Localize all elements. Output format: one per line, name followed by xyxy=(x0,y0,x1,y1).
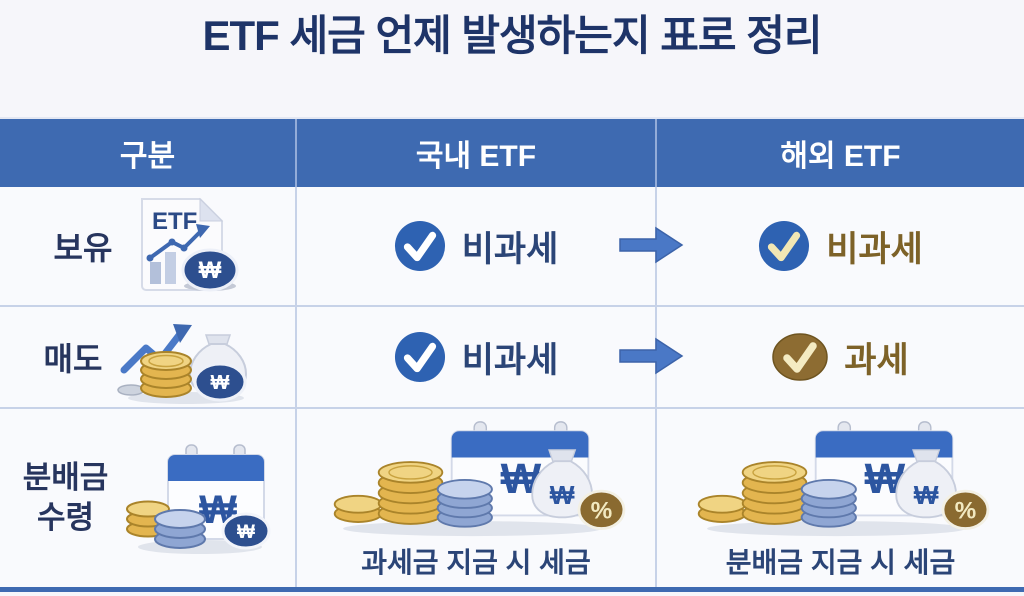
header-cell-category: 구분 xyxy=(0,119,297,187)
calendar-coins-icon: ₩ ₩ xyxy=(126,443,271,554)
row-hold-overseas-cell: 비과세 xyxy=(657,187,1024,307)
blue-cream-check-icon xyxy=(759,220,810,272)
etf-document-chart-icon: ETF ₩ xyxy=(141,197,239,292)
header-label-domestic-etf: 국내 ETF xyxy=(415,140,537,173)
etf-doc-label: ETF xyxy=(152,208,197,235)
header-cell-overseas-etf: 해외 ETF xyxy=(657,119,1024,187)
row-distribution-domestic-cell: ₩ ₩ % 과세금 지금 시 세금 xyxy=(297,409,657,587)
rising-chart-coins-bag-icon: ₩ xyxy=(117,323,248,404)
status-taxed: 과세 xyxy=(844,340,909,380)
etf-tax-table: 구분 국내 ETF 해외 ETF 보유 ETF xyxy=(0,117,1024,592)
row-hold-domestic-cell: 비과세 xyxy=(297,187,657,307)
row-sell-overseas-cell: 과세 xyxy=(657,307,1024,409)
row-sell-label-cell: 매도 ₩ xyxy=(0,307,297,409)
row-sell-domestic-cell: 비과세 xyxy=(297,307,657,409)
percent-glyph: % xyxy=(590,497,612,524)
won-glyph: ₩ xyxy=(211,372,230,394)
row-label-distribution-line1: 분배금 xyxy=(22,459,109,495)
blue-check-icon xyxy=(394,331,445,383)
header-cell-domestic-etf: 국내 ETF xyxy=(297,119,657,187)
row-label-distribution-line2: 수령 xyxy=(36,500,95,535)
percent-glyph: % xyxy=(955,497,977,524)
status-tax-exempt: 비과세 xyxy=(461,340,559,380)
row-hold-label-cell: 보유 ETF ₩ xyxy=(0,187,297,307)
tax-caption-overseas: 분배금 지금 시 세금 xyxy=(725,546,956,578)
distribution-payout-icon: ₩ ₩ % xyxy=(333,420,625,536)
won-glyph: ₩ xyxy=(199,257,222,284)
won-glyph: ₩ xyxy=(914,480,939,510)
page-title: ETF 세금 언제 발생하는지 표로 정리 xyxy=(202,12,823,59)
arrow-right-icon xyxy=(619,337,684,375)
row-distribution-overseas-cell: ₩ ₩ % 분배금 지금 시 세금 xyxy=(657,409,1024,587)
tax-caption-domestic: 과세금 지금 시 세금 xyxy=(361,546,591,578)
row-label-sell: 매도 xyxy=(43,341,103,377)
arrow-right-icon xyxy=(619,226,684,264)
blue-check-icon xyxy=(394,220,445,272)
status-tax-exempt: 비과세 xyxy=(461,229,559,269)
won-glyph: ₩ xyxy=(237,522,255,543)
header-label-overseas-etf: 해외 ETF xyxy=(780,140,901,173)
row-label-hold: 보유 xyxy=(53,230,113,266)
row-distribution-label-cell: 분배금 수령 ₩ ₩ xyxy=(0,409,297,587)
won-glyph: ₩ xyxy=(549,480,574,510)
status-tax-exempt: 비과세 xyxy=(826,229,923,269)
row-label-distribution: 분배금 수령 xyxy=(23,458,109,539)
header-label-category: 구분 xyxy=(119,140,176,173)
bronze-check-icon xyxy=(772,333,829,381)
distribution-payout-icon: ₩ ₩ % xyxy=(697,420,990,536)
